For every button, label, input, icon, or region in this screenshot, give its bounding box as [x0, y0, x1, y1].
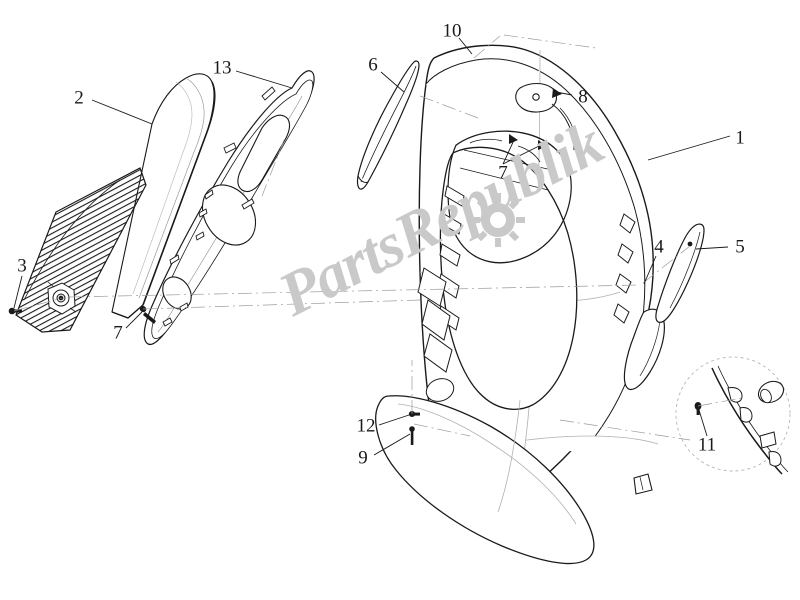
callout-2: 2 — [74, 87, 84, 109]
part-3-fastener — [8, 307, 22, 315]
part-1-inner-recess — [439, 146, 578, 410]
part-1-lower-right-vent — [633, 473, 653, 495]
part-1-front-leg-shield-skirt — [375, 395, 595, 565]
callout-11: 11 — [697, 434, 717, 456]
part-6-curved-trim-strip — [356, 60, 420, 190]
callout-1: 1 — [735, 127, 745, 149]
callout-leader-lines — [13, 37, 731, 456]
part-7-center-fasteners — [509, 134, 547, 150]
callout-8: 8 — [578, 86, 588, 108]
callout-12: 12 — [356, 415, 376, 437]
callout-6: 6 — [368, 54, 378, 76]
part-1-upper-lip-detail — [515, 82, 579, 157]
callout-3: 3 — [17, 255, 27, 277]
callout-5: 5 — [735, 236, 745, 258]
assembly-construction-lines — [13, 34, 743, 441]
part-9-fastener — [409, 426, 415, 445]
part-4-side-marker-strip — [655, 223, 705, 323]
callout-7-left: 7 — [113, 322, 123, 344]
callout-13: 13 — [212, 57, 232, 79]
part-1-right-rail-hardware — [613, 213, 636, 324]
callout-4: 4 — [654, 236, 664, 258]
part-2-front-shield-panel — [111, 73, 216, 319]
part-13-surface-notches — [162, 86, 276, 327]
part-11-detail-circle — [675, 356, 791, 475]
part-13-cutouts — [162, 114, 291, 310]
callout-9: 9 — [358, 447, 368, 469]
callout-7-center: 7 — [498, 162, 508, 184]
part-8-clip-fastener — [552, 88, 562, 98]
callout-10: 10 — [442, 20, 462, 42]
